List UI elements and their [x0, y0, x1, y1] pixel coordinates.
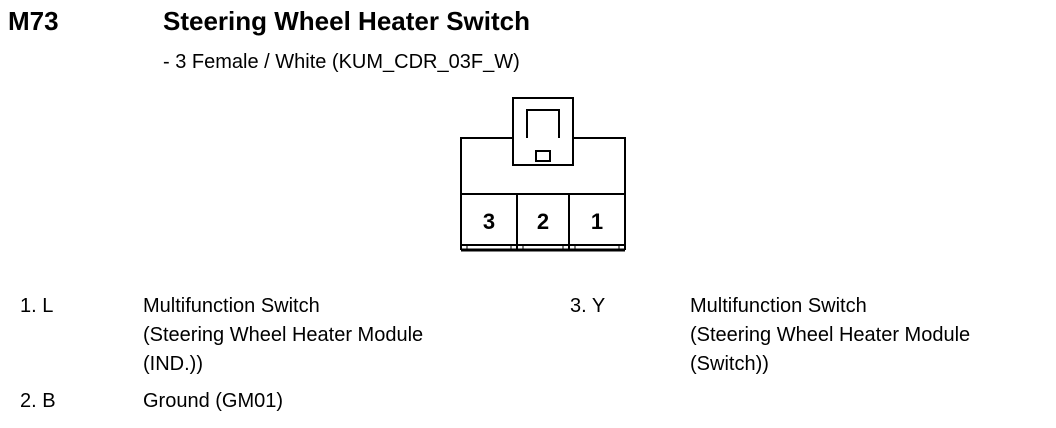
locking-tab-inner	[526, 109, 560, 138]
locking-tab-outer	[512, 97, 574, 138]
pin-2-line-1: Ground (GM01)	[143, 390, 284, 412]
pin-number-2: 2	[537, 209, 549, 234]
pin-3-description: Multifunction Switch (Steering Wheel Hea…	[690, 292, 970, 379]
connector-body	[460, 137, 626, 246]
pin-1-line-1: Multifunction Switch	[143, 295, 320, 317]
pin-3-line-2: (Steering Wheel Heater Module	[690, 324, 971, 346]
connector-code: M73	[8, 6, 59, 36]
pin-1-line-3: (IND.))	[143, 353, 203, 375]
pin-2-description: Ground (GM01)	[143, 387, 283, 416]
pin-1-label: 1. L	[20, 295, 54, 317]
pin-1-description: Multifunction Switch (Steering Wheel Hea…	[143, 292, 423, 379]
pin-number-3: 3	[483, 209, 495, 234]
pin-number-1: 1	[591, 209, 603, 234]
pin-1-line-2: (Steering Wheel Heater Module	[143, 324, 424, 346]
pin-3-line-3: (Switch))	[690, 353, 769, 375]
latch-nub	[535, 150, 551, 162]
connector-diagram: 3 2 1	[460, 97, 626, 252]
pin-3-label: 3. Y	[570, 295, 606, 317]
page-title: Steering Wheel Heater Switch	[163, 6, 530, 36]
pin-2-label: 2. B	[20, 390, 56, 412]
pin-3-line-1: Multifunction Switch	[690, 295, 867, 317]
connector-spec: - 3 Female / White (KUM_CDR_03F_W)	[163, 51, 520, 73]
